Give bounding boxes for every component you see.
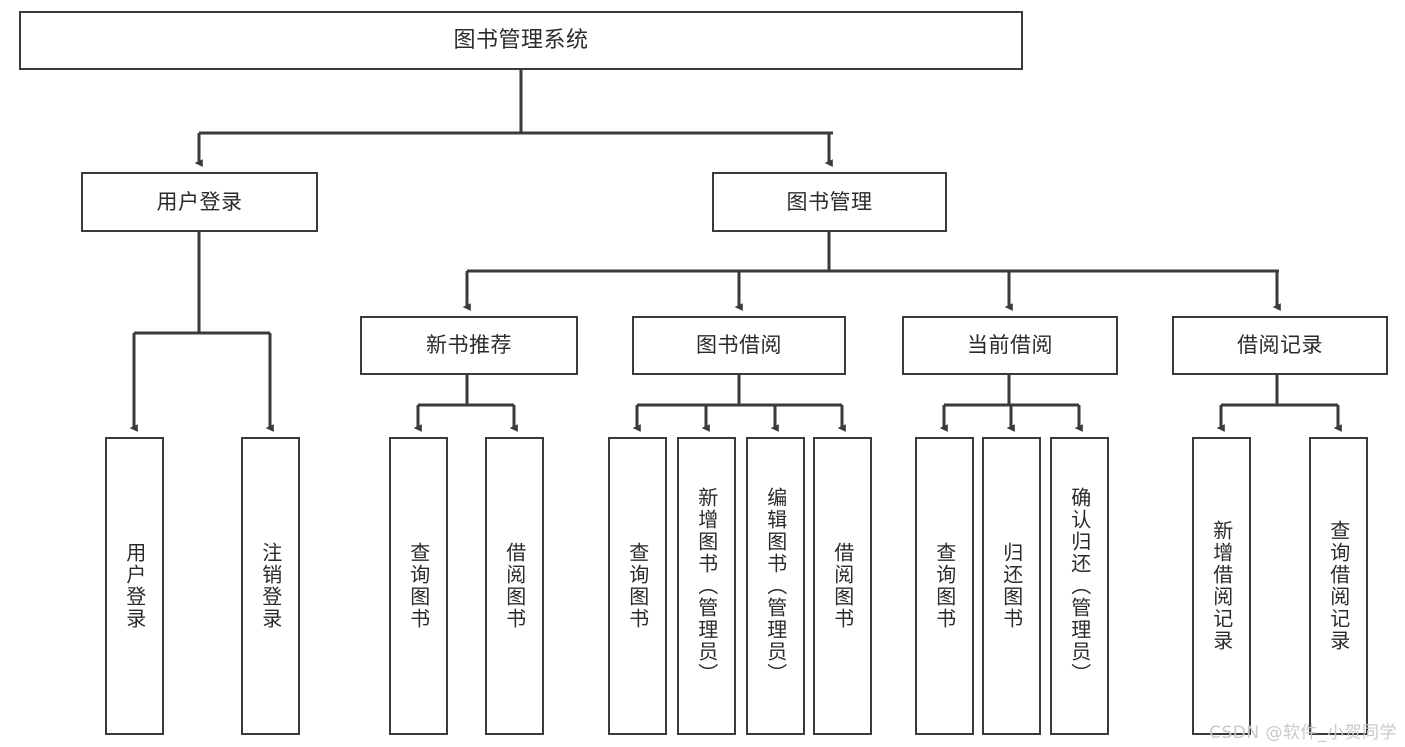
node-label: 借阅记录 <box>1237 333 1323 358</box>
node-label: 编辑图书（管理员） <box>763 487 788 685</box>
node-label: 新书推荐 <box>426 333 512 358</box>
node-user-login[interactable]: 用户登录 <box>81 172 318 232</box>
node-label: 借阅图书 <box>502 542 527 630</box>
node-borrow-record[interactable]: 借阅记录 <box>1172 316 1388 375</box>
node-current-borrow[interactable]: 当前借阅 <box>902 316 1118 375</box>
leaf-node-borrow-book[interactable]: 借阅图书 <box>813 437 872 735</box>
node-label: 图书借阅 <box>696 333 782 358</box>
node-label: 确认归还（管理员） <box>1067 487 1092 685</box>
node-label: 查询借阅记录 <box>1326 520 1351 652</box>
node-label: 用户登录 <box>156 189 243 214</box>
node-label: 当前借阅 <box>967 333 1053 358</box>
node-label: 查询图书 <box>932 542 957 630</box>
csdn-watermark: CSDN @软件_小贺同学 <box>1209 723 1397 743</box>
node-label: 归还图书 <box>999 542 1024 630</box>
leaf-node-user-login[interactable]: 用户登录 <box>105 437 164 735</box>
node-book-borrow[interactable]: 图书借阅 <box>632 316 846 375</box>
node-label: 查询图书 <box>406 542 431 630</box>
node-label: 图书管理系统 <box>453 27 589 53</box>
leaf-node-return-book[interactable]: 归还图书 <box>982 437 1041 735</box>
node-label: 用户登录 <box>122 542 147 630</box>
leaf-node-logout-login[interactable]: 注销登录 <box>241 437 300 735</box>
node-label: 新增借阅记录 <box>1209 520 1234 652</box>
node-label: 注销登录 <box>258 542 283 630</box>
node-label: 查询图书 <box>625 542 650 630</box>
node-new-book-recommend[interactable]: 新书推荐 <box>360 316 578 375</box>
leaf-node-add-borrow-record[interactable]: 新增借阅记录 <box>1192 437 1251 735</box>
node-label: 借阅图书 <box>830 542 855 630</box>
leaf-node-borrow-book-recommend[interactable]: 借阅图书 <box>485 437 544 735</box>
leaf-node-query-book-recommend[interactable]: 查询图书 <box>389 437 448 735</box>
leaf-node-query-book-current[interactable]: 查询图书 <box>915 437 974 735</box>
leaf-node-add-book[interactable]: 新增图书（管理员） <box>677 437 736 735</box>
node-root-book-management-system[interactable]: 图书管理系统 <box>19 11 1023 70</box>
leaf-node-confirm-return[interactable]: 确认归还（管理员） <box>1050 437 1109 735</box>
node-label: 新增图书（管理员） <box>694 487 719 685</box>
leaf-node-edit-book[interactable]: 编辑图书（管理员） <box>746 437 805 735</box>
leaf-node-query-book-borrow[interactable]: 查询图书 <box>608 437 667 735</box>
node-label: 图书管理 <box>786 189 873 214</box>
leaf-node-query-borrow-record[interactable]: 查询借阅记录 <box>1309 437 1368 735</box>
node-book-management[interactable]: 图书管理 <box>712 172 947 232</box>
